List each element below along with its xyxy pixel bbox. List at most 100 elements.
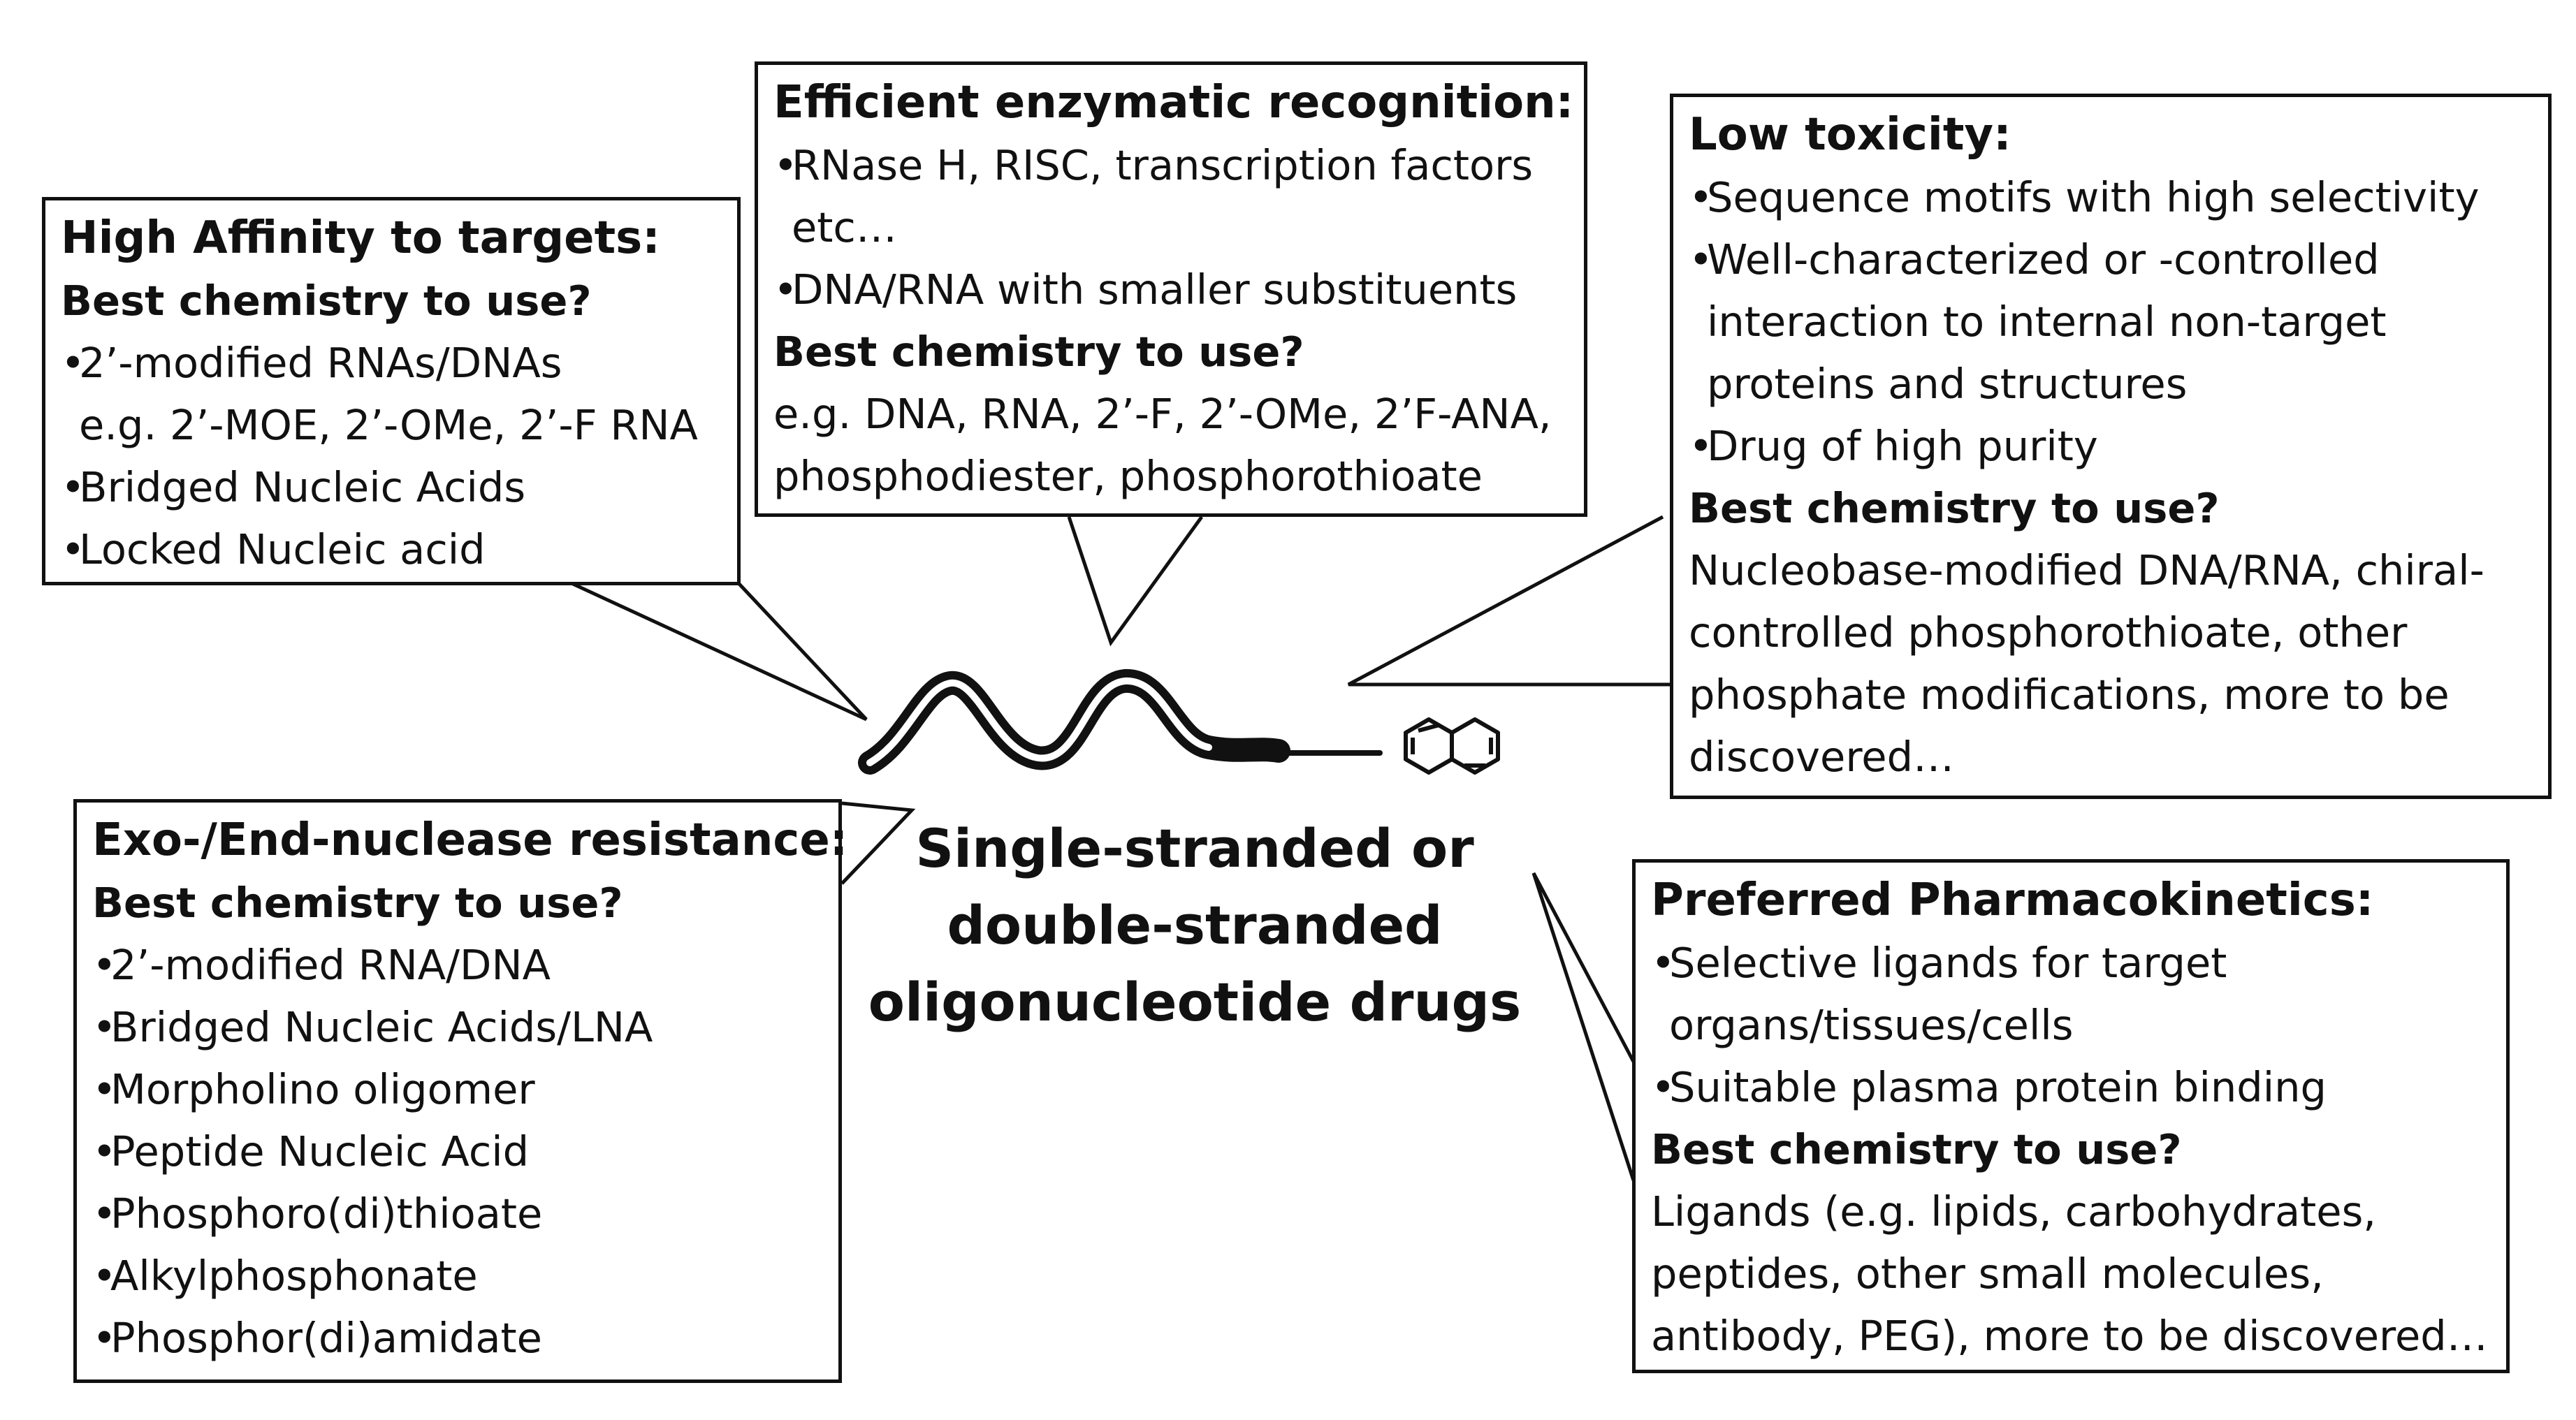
pk-answer-line-2: peptides, other small molecules,	[1651, 1250, 2324, 1298]
bullet-dot-icon: •	[92, 1252, 117, 1300]
toxicity-answer-line-3: phosphate modifications, more to be	[1689, 671, 2450, 719]
bullet-dot-icon: •	[773, 141, 798, 189]
bullet-dot-icon: •	[92, 1190, 117, 1238]
nuclease-bullet-item: •Phosphoro(di)thioate	[92, 1183, 823, 1245]
center-label: Single-stranded or double-stranded oligo…	[859, 810, 1530, 1041]
pk-bullet-item: •Selective ligands for target	[1651, 932, 2491, 994]
toxicity-answer-line-1: Nucleobase-modified DNA/RNA, chiral-	[1689, 546, 2484, 594]
affinity-callout-pointer	[572, 582, 868, 722]
toxicity-box: Low toxicity: •Sequence motifs with high…	[1670, 94, 2552, 799]
bullet-dot-icon: •	[92, 1003, 117, 1051]
enzymatic-title: Efficient enzymatic recognition:	[773, 77, 1574, 129]
nuclease-title: Exo-/End-nuclease resistance:	[92, 814, 848, 866]
affinity-box: High Affinity to targets: Best chemistry…	[42, 197, 741, 585]
toxicity-item-text: Well-characterized or -controlled	[1707, 235, 2380, 284]
pk-answer-line-1: Ligands (e.g. lipids, carbohydrates,	[1651, 1187, 2377, 1236]
enzymatic-item-text: RNase H, RISC, transcription factors	[792, 141, 1534, 189]
center-label-line-3: oligonucleotide drugs	[868, 971, 1522, 1033]
center-label-line-1: Single-stranded or	[915, 817, 1474, 879]
enzymatic-subtitle: Best chemistry to use?	[773, 328, 1304, 376]
nuclease-list: •2’-modified RNA/DNA•Bridged Nucleic Aci…	[92, 934, 823, 1369]
affinity-item-text: Locked Nucleic acid	[79, 525, 486, 573]
enzymatic-callout-pointer	[1067, 515, 1204, 647]
toxicity-callout-pointer	[1347, 515, 1671, 687]
nuclease-bullet-item: •Phosphor(di)amidate	[92, 1307, 823, 1369]
affinity-continuation-line: e.g. 2’-MOE, 2’-OMe, 2’-F RNA	[61, 394, 722, 456]
toxicity-bullet-item: •Sequence motifs with high selectivity	[1689, 166, 2533, 228]
bullet-dot-icon: •	[92, 1127, 117, 1176]
nuclease-box: Exo-/End-nuclease resistance: Best chemi…	[73, 799, 848, 1383]
pk-subtitle: Best chemistry to use?	[1651, 1125, 2182, 1173]
toxicity-continuation-line: proteins and structures	[1689, 353, 2533, 415]
toxicity-title: Low toxicity:	[1689, 109, 2011, 161]
nuclease-item-text: Bridged Nucleic Acids/LNA	[110, 1003, 653, 1051]
bullet-dot-icon: •	[1689, 235, 1713, 284]
bullet-dot-icon: •	[1689, 422, 1713, 470]
toxicity-item-text: proteins and structures	[1707, 360, 2188, 408]
enzymatic-answer-line-2: phosphodiester, phosphorothioate	[773, 452, 1483, 500]
bullet-dot-icon: •	[1651, 939, 1675, 987]
toxicity-item-text: Sequence motifs with high selectivity	[1707, 173, 2480, 221]
toxicity-continuation-line: interaction to internal non-target	[1689, 291, 2533, 353]
pk-box: Preferred Pharmacokinetics: •Selective l…	[1632, 859, 2510, 1373]
nuclease-callout-pointer	[841, 801, 916, 885]
toxicity-item-text: interaction to internal non-target	[1707, 298, 2387, 346]
pk-continuation-line: organs/tissues/cells	[1651, 994, 2491, 1056]
pk-answer-line-3: antibody, PEG), more to be discovered…	[1651, 1312, 2488, 1360]
affinity-title: High Affinity to targets:	[61, 212, 660, 264]
nuclease-item-text: Peptide Nucleic Acid	[110, 1127, 530, 1176]
bullet-dot-icon: •	[61, 463, 85, 511]
affinity-bullet-item: •Locked Nucleic acid	[61, 518, 722, 580]
toxicity-list: •Sequence motifs with high selectivity•W…	[1689, 166, 2533, 477]
bullet-dot-icon: •	[92, 941, 117, 989]
pk-callout-pointer	[1531, 872, 1636, 1181]
toxicity-subtitle: Best chemistry to use?	[1689, 484, 2220, 532]
pk-item-text: Selective ligands for target	[1669, 939, 2227, 987]
naphthalene-icon	[1404, 717, 1500, 775]
nuclease-item-text: Phosphoro(di)thioate	[110, 1190, 543, 1238]
toxicity-answer-line-2: controlled phosphorothioate, other	[1689, 608, 2408, 657]
enzymatic-bullet-item: •DNA/RNA with smaller substituents	[773, 258, 1569, 321]
bullet-dot-icon: •	[773, 265, 798, 314]
oligonucleotide-strand-icon	[858, 669, 1383, 775]
pk-bullet-item: •Suitable plasma protein binding	[1651, 1056, 2491, 1118]
affinity-item-text: Bridged Nucleic Acids	[79, 463, 526, 511]
affinity-item-text: 2’-modified RNAs/DNAs	[79, 339, 562, 387]
nuclease-item-text: Alkylphosphonate	[110, 1252, 478, 1300]
pk-item-text: Suitable plasma protein binding	[1669, 1063, 2327, 1111]
center-label-line-2: double-stranded	[947, 894, 1443, 956]
enzymatic-answer-line-1: e.g. DNA, RNA, 2’-F, 2’-OMe, 2’F-ANA,	[773, 390, 1552, 438]
toxicity-item-text: Drug of high purity	[1707, 422, 2098, 470]
nuclease-bullet-item: •Peptide Nucleic Acid	[92, 1120, 823, 1183]
nuclease-bullet-item: •Bridged Nucleic Acids/LNA	[92, 996, 823, 1058]
bullet-dot-icon: •	[1651, 1063, 1675, 1111]
enzymatic-bullet-item: •RNase H, RISC, transcription factors	[773, 134, 1569, 196]
enzymatic-item-text: etc…	[792, 203, 897, 251]
enzymatic-continuation-line: etc…	[773, 196, 1569, 258]
nuclease-bullet-item: •Morpholino oligomer	[92, 1058, 823, 1120]
toxicity-bullet-item: •Well-characterized or -controlled	[1689, 228, 2533, 291]
nuclease-item-text: Morpholino oligomer	[110, 1065, 535, 1113]
pk-title: Preferred Pharmacokinetics:	[1651, 874, 2374, 926]
enzymatic-box: Efficient enzymatic recognition: •RNase …	[755, 61, 1587, 517]
bullet-dot-icon: •	[61, 525, 85, 573]
affinity-subtitle: Best chemistry to use?	[61, 277, 592, 325]
toxicity-bullet-item: •Drug of high purity	[1689, 415, 2533, 477]
bullet-dot-icon: •	[61, 339, 85, 387]
enzymatic-item-text: DNA/RNA with smaller substituents	[792, 265, 1518, 314]
nuclease-item-text: 2’-modified RNA/DNA	[110, 941, 551, 989]
bullet-dot-icon: •	[92, 1065, 117, 1113]
nuclease-subtitle: Best chemistry to use?	[92, 879, 623, 927]
nuclease-item-text: Phosphor(di)amidate	[110, 1314, 542, 1362]
affinity-item-text: e.g. 2’-MOE, 2’-OMe, 2’-F RNA	[79, 401, 698, 449]
pk-item-text: organs/tissues/cells	[1669, 1001, 2074, 1049]
affinity-bullet-item: •2’-modified RNAs/DNAs	[61, 332, 722, 394]
toxicity-answer-line-4: discovered…	[1689, 733, 1955, 781]
bullet-dot-icon: •	[92, 1314, 117, 1362]
nuclease-bullet-item: •2’-modified RNA/DNA	[92, 934, 823, 996]
